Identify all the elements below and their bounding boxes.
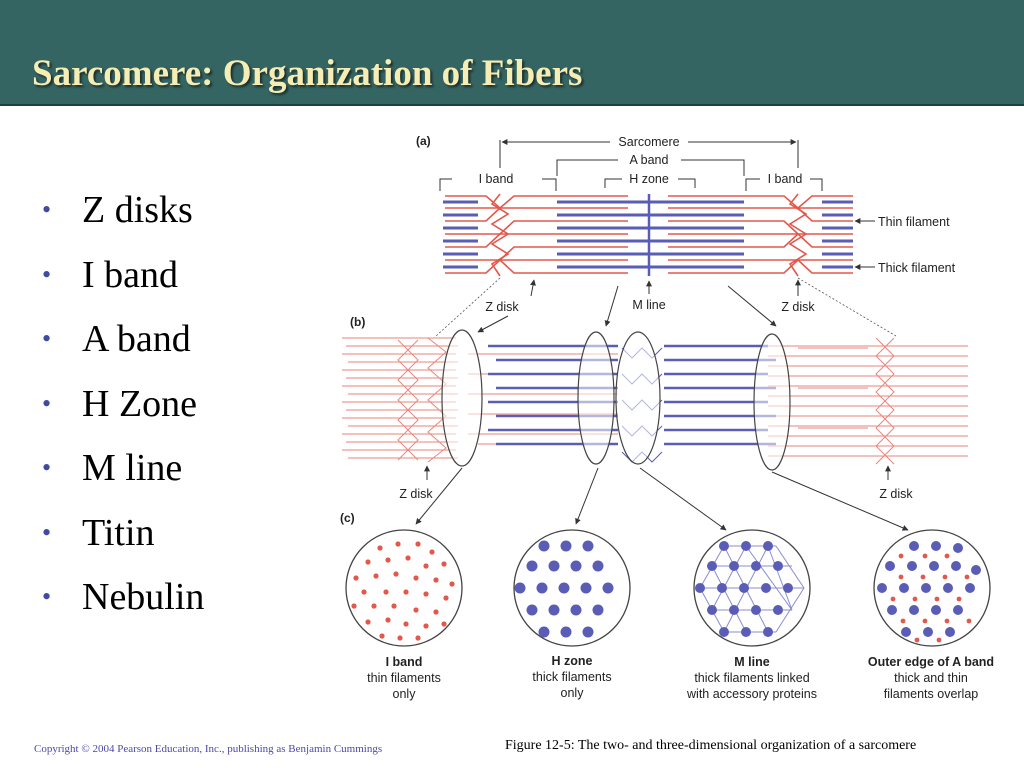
section-title-i-band: I band <box>386 655 423 669</box>
bullet-dot-icon: • <box>42 453 52 482</box>
bullet-dot-icon: • <box>42 517 52 547</box>
arrow-to-right-disk <box>727 285 777 327</box>
bullet-dot-icon: • <box>42 195 52 224</box>
bullet-item: • Titin <box>42 509 204 574</box>
h-zone-bracket-left <box>604 178 622 188</box>
section-disks-b <box>441 329 791 471</box>
arrow-to-h-zone-section <box>575 467 599 525</box>
title-bar-divider <box>0 104 1024 106</box>
thin-filament-dots-i-band <box>351 541 455 641</box>
bullet-dot-icon: • <box>42 259 52 289</box>
z-disk-label-top-left: Z disk <box>485 300 519 314</box>
bullet-text: H Zone <box>82 382 198 425</box>
section-title-m-line: M line <box>734 655 769 669</box>
z-disk-zigzag-a <box>490 193 808 277</box>
bullet-text: I band <box>82 253 179 296</box>
title-bar <box>0 0 1024 104</box>
section-circle-i-band <box>345 529 463 647</box>
bullet-dot-icon: • <box>42 388 52 418</box>
disk-i-band <box>441 329 483 467</box>
sarcomere-label: Sarcomere <box>618 135 679 149</box>
m-line-label: M line <box>632 298 665 312</box>
section-circle-h-zone <box>513 529 631 647</box>
panel-b-label: (b) <box>350 315 365 329</box>
section-desc-outer-a-band-1: thick and thin <box>894 671 968 685</box>
disk-h-zone <box>577 331 615 465</box>
bullet-text: Nebulin <box>82 576 205 618</box>
i-band-right-bracket-l <box>745 178 760 191</box>
z-disk-label-bottom-left: Z disk <box>399 487 433 501</box>
copyright-notice: Copyright © 2004 Pearson Education, Inc.… <box>34 743 383 755</box>
a-band-bracket-left <box>556 159 618 176</box>
thick-dots-outer-a-band <box>877 541 981 637</box>
i-band-right-bracket-r <box>810 178 823 191</box>
h-zone-label: H zone <box>629 172 669 186</box>
bullet-dot-icon: • <box>42 582 52 611</box>
thick-filament-label: Thick filament <box>878 261 956 275</box>
bullet-text: Z disks <box>82 189 193 231</box>
arrow-to-center-disk <box>604 285 619 327</box>
bullet-item: • H Zone <box>42 380 204 445</box>
section-desc-h-zone-2: only <box>561 686 585 700</box>
thin-filaments-b-right <box>768 337 968 465</box>
thin-dots-outer-a-band <box>890 553 972 643</box>
arrow-to-i-band-section <box>415 467 463 525</box>
section-title-outer-a-band: Outer edge of A band <box>868 655 994 669</box>
disk-m-line <box>615 331 661 465</box>
panel-a-label: (a) <box>416 134 431 148</box>
panel-c-label: (c) <box>340 511 355 525</box>
arrow-to-left-disk <box>477 315 509 333</box>
thin-filaments-a <box>445 195 853 274</box>
bullet-dot-icon: • <box>42 324 52 353</box>
z-disk-label-bottom-right: Z disk <box>879 487 913 501</box>
h-zone-bracket-right <box>678 178 696 188</box>
bullet-list: • Z disks • I band • A band • H Zone • M line… <box>42 186 204 638</box>
i-band-right-label: I band <box>768 172 803 186</box>
thick-filament-dots-m-line <box>695 541 793 637</box>
section-desc-i-band-2: only <box>393 687 417 701</box>
arrow-to-outer-a-band-section <box>771 471 909 531</box>
bullet-item: • Nebulin <box>42 573 204 638</box>
bullet-text: M line <box>82 447 183 489</box>
bullet-text: A band <box>82 318 191 360</box>
z-disk-top-left-pointer <box>530 279 536 297</box>
section-desc-i-band-1: thin filaments <box>367 671 441 685</box>
a-band-bracket-right <box>681 159 745 176</box>
projection-line-right <box>797 277 897 337</box>
bullet-item: • Z disks <box>42 186 204 251</box>
section-desc-m-line-1: thick filaments linked <box>694 671 809 685</box>
thick-filaments-a <box>443 200 853 269</box>
i-band-left-label: I band <box>479 172 514 186</box>
i-band-left-bracket-r <box>542 178 557 191</box>
bullet-item: • M line <box>42 444 204 509</box>
sarcomere-figure: (a) Sarcomere A band H zone I band I ban… <box>340 134 994 701</box>
thin-filament-label: Thin filament <box>878 215 950 229</box>
bullet-text: Titin <box>82 511 155 554</box>
section-desc-outer-a-band-2: filaments overlap <box>884 687 979 701</box>
thick-filament-dots-h-zone <box>514 540 614 638</box>
arrow-to-m-line-section <box>639 467 727 531</box>
i-band-left-bracket-l <box>439 178 452 191</box>
bullet-item: • I band <box>42 251 204 316</box>
slide-title: Sarcomere: Organization of Fibers <box>32 53 583 94</box>
disk-outer-a-band <box>753 333 791 471</box>
section-circle-outer-a-band <box>873 529 991 647</box>
z-disk-label-top-right: Z disk <box>781 300 815 314</box>
bullet-item: • A band <box>42 315 204 380</box>
a-band-label: A band <box>630 153 669 167</box>
section-desc-m-line-2: with accessory proteins <box>686 687 817 701</box>
section-desc-h-zone-1: thick filaments <box>532 670 611 684</box>
figure-caption: Figure 12-5: The two- and three-dimensio… <box>505 738 917 753</box>
section-title-h-zone: H zone <box>552 654 593 668</box>
